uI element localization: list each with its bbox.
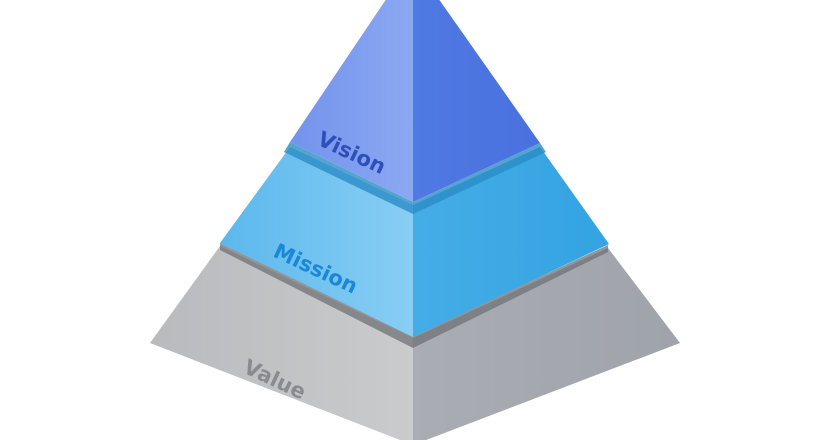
tier-mission — [220, 142, 609, 337]
tier-value — [150, 243, 680, 440]
tier-vision — [290, 0, 540, 202]
